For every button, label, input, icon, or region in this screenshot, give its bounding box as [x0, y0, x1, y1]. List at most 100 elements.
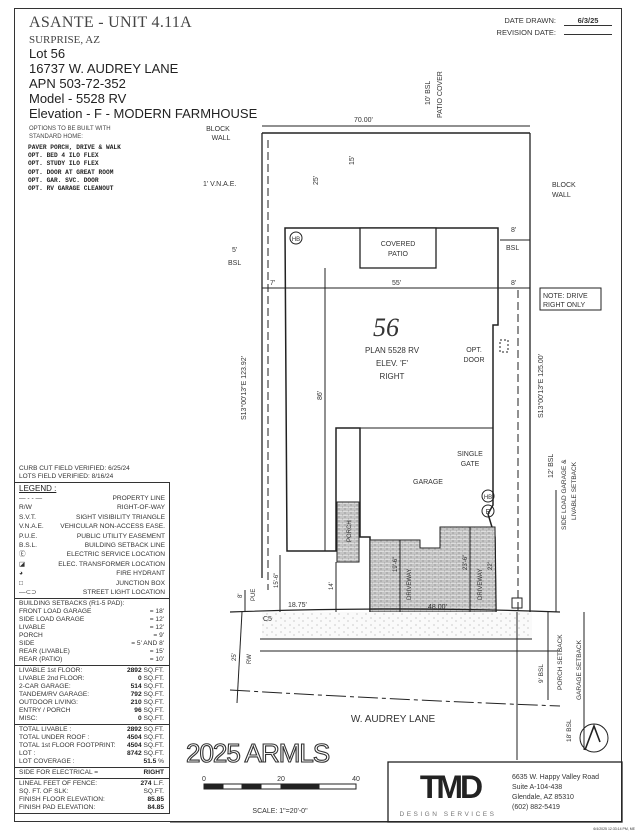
misc-row-value: 84.85 [147, 804, 164, 812]
legend-symbol: P.U.E. [19, 532, 38, 540]
area-row-value: 96 SQ.FT. [134, 707, 164, 715]
setback-value: = 18' [149, 608, 164, 616]
legend-item: V.N.A.E.VEHICULAR NON-ACCESS EASE. [15, 522, 169, 531]
setback-name: SIDE [19, 640, 35, 648]
legend-item: ◕FIRE HYDRANT [15, 569, 169, 578]
legend-item: P.U.E. PUBLIC UTILITY EASEMENT [15, 532, 169, 541]
total-row-label: TOTAL UNDER ROOF : [19, 734, 90, 742]
dim-label: 23'-6" [463, 555, 469, 570]
legend-item: □JUNCTION BOX [15, 579, 169, 588]
hb-label: HB [292, 237, 300, 243]
legend-title: LEGEND : [19, 484, 57, 493]
legend-item: —⊂⊃STREET LIGHT LOCATION [15, 588, 169, 597]
porch-setback-label: PORCH SETBACK [557, 634, 564, 690]
setback-value: = 5' AND 8' [131, 640, 164, 648]
scale-label: SCALE: 1"=20'-0" [252, 808, 308, 815]
area-row-number: 0 [137, 675, 142, 683]
setback-value: = 9' [153, 632, 164, 640]
lot-number: Lot 56 [29, 46, 66, 61]
setback-row: FRONT LOAD GARAGE = 18' [15, 608, 169, 616]
total-row-value: 51.5 % [143, 758, 164, 766]
side-bsl-label: 12' BSL [548, 454, 555, 478]
legend-symbol: Ⓔ [19, 551, 26, 559]
rear-width-dim: 70.00' [354, 117, 373, 124]
single-gate-label: SINGLE [457, 451, 483, 458]
hose-bib-icon [481, 489, 495, 503]
legend-label: PUBLIC UTILITY EASEMENT [76, 532, 165, 540]
front-width-dim: 48.00' [428, 604, 447, 611]
legend-label: SIGHT VISIBILITY TRIANGLE [75, 513, 165, 521]
legend-item: B.S.L.BUILDING SETBACK LINE [15, 541, 169, 550]
dim-label: 15'-6" [274, 573, 280, 588]
total-row-unit: SQ.FT. [143, 726, 164, 734]
street-name: W. AUDREY LANE [351, 714, 436, 725]
misc-row: FINISH FLOOR ELEVATION:85.85 [15, 796, 169, 804]
block-wall-label: WALL [212, 135, 231, 142]
electrical-label: SIDE FOR ELECTRICAL = [19, 769, 99, 777]
misc-box: LINEAL FEET OF FENCE:274 L.F.SQ. FT. OF … [14, 779, 170, 815]
dim-label: 19'-6" [393, 557, 399, 572]
company-address: 6635 W. Happy Valley Road [512, 774, 599, 781]
scale-segment [203, 783, 224, 790]
total-row: TOTAL 1st FLOOR FOOTPRINT:4504 SQ.FT. [15, 742, 169, 750]
plan-label: ELEV. 'F' [376, 359, 409, 368]
misc-row-number: 274 [140, 780, 152, 788]
area-row-number: 514 [130, 683, 142, 691]
setback-row: REAR (PATIO)= 10' [15, 656, 169, 664]
setbacks-box: BUILDING SETBACKS (R1-5 PAD): FRONT LOAD… [14, 599, 170, 667]
junction-box-icon [511, 597, 523, 609]
company-tagline: DESIGN SERVICES [400, 811, 497, 818]
area-row-unit: SQ.FT. [143, 699, 164, 707]
total-row: TOTAL UNDER ROOF :4504 SQ.FT. [15, 734, 169, 742]
plan-label: RIGHT [380, 372, 405, 381]
apn: APN 503-72-352 [29, 76, 126, 91]
bsl-label: BSL [506, 245, 519, 252]
bsl-label: BSL [228, 260, 241, 267]
covered-patio-label: COVERED [381, 241, 416, 248]
company-box [387, 761, 623, 823]
total-row-value: 4504 SQ.FT. [127, 742, 164, 750]
area-row-label: MISC: [19, 715, 38, 723]
scale-tick: 20 [277, 776, 285, 783]
dim-label: 25' [313, 176, 320, 185]
area-row-value: 2892 SQ.FT. [127, 667, 164, 675]
area-row-number: 0 [137, 715, 142, 723]
porch-bsl-label: 9' BSL [538, 664, 545, 683]
north-arrow-mark [584, 723, 601, 751]
legend-label: ELECTRIC SERVICE LOCATION [66, 551, 165, 559]
legend-symbol: S.V.T. [19, 513, 36, 521]
setback-name: REAR (LIVABLE) [19, 648, 70, 656]
dim-rw [236, 611, 243, 704]
c5-label: C5 [263, 616, 272, 623]
legend-symbol: R/W [19, 504, 32, 512]
area-row-value: 0 SQ.FT. [138, 715, 164, 723]
note-label: RIGHT ONLY [543, 302, 585, 309]
block-wall-label: BLOCK [206, 126, 230, 133]
legend-symbol: —⊂⊃ [19, 588, 37, 596]
setback-row: PORCH= 9' [15, 632, 169, 640]
patio-cover-label: PATIO COVER [437, 71, 444, 118]
legend-label: ELEC. TRANSFORMER LOCATION [58, 560, 165, 568]
garage-setback-label: GARAGE SETBACK [576, 639, 583, 700]
area-row: OUTDOOR LIVING:210 SQ.FT. [15, 699, 169, 707]
area-row-unit: SQ.FT. [143, 691, 164, 699]
dim-label: 7' [270, 280, 275, 287]
address: 16737 W. AUDREY LANE [29, 61, 179, 76]
setback-value: = 10' [149, 656, 164, 664]
setbacks-title: BUILDING SETBACKS (R1-5 PAD): [19, 600, 125, 608]
vnae-label: 1' V.N.A.E. [203, 181, 236, 188]
driveway-label: DRIVEWAY [407, 569, 413, 600]
total-row-number: 4504 [126, 734, 142, 742]
garage-bsl-label: 18' BSL [566, 719, 573, 742]
right-bearing: S13°00'13"E 125.00' [537, 354, 545, 418]
revision-date: REVISION DATE: [497, 28, 612, 37]
total-row: LOT COVERAGE :51.5 % [15, 758, 169, 766]
city: SURPRISE, AZ [29, 34, 100, 46]
total-row-unit: SQ.FT. [143, 742, 164, 750]
setback-name: FRONT LOAD GARAGE [19, 608, 92, 616]
legend-label: PROPERTY LINE [112, 495, 165, 502]
company-address: Glendale, AZ 85310 [512, 794, 574, 801]
left-offset-dim: 18.75' [288, 602, 307, 609]
